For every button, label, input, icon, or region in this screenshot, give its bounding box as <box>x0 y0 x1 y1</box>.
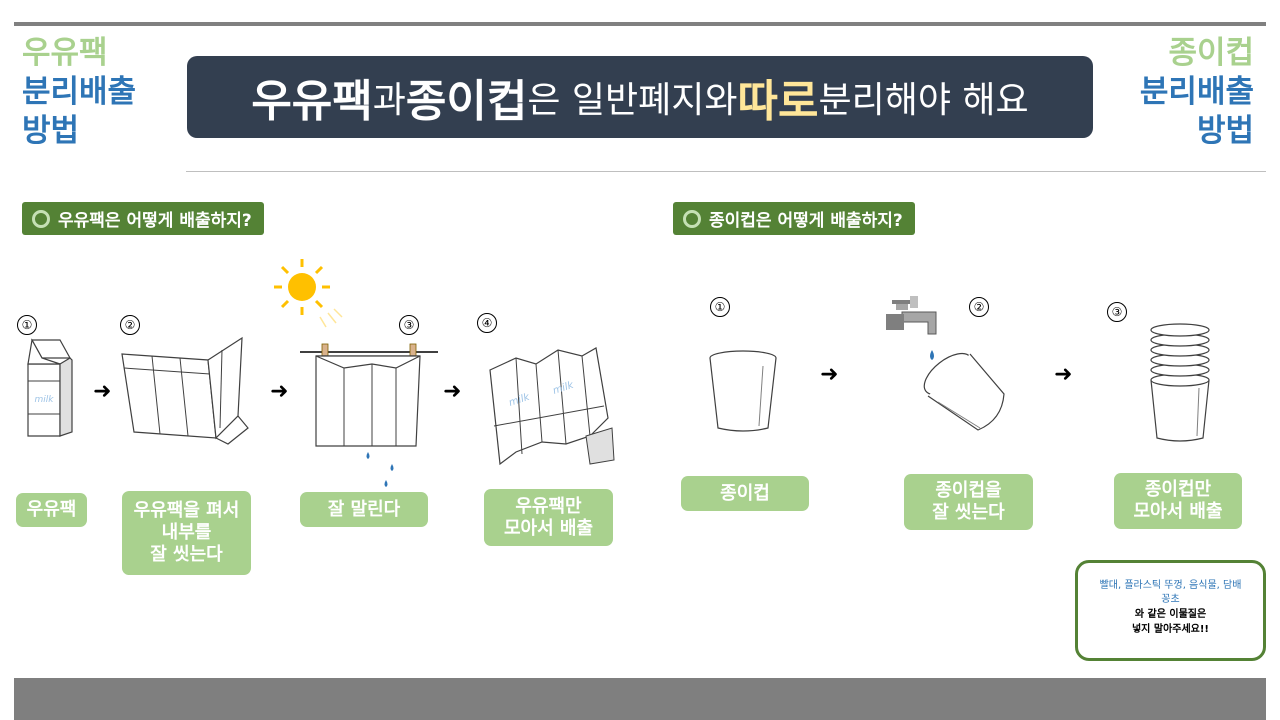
step-number: ③ <box>1107 302 1127 322</box>
cup-step-label: 종이컵만 모아서 배출 <box>1114 473 1242 529</box>
milk-step-label: 잘 말린다 <box>300 492 428 527</box>
paper-cup-icon <box>709 350 777 432</box>
water-drop-icon <box>384 480 388 487</box>
section-title: 종이컵은 어떻게 배출하지? <box>709 211 903 231</box>
cup-stack-icon <box>1150 323 1210 442</box>
milk-step-label: 우유팩 <box>16 493 87 527</box>
note-line: 꽁초 <box>1161 594 1180 605</box>
main-banner: 우유팩 과 종이컵 은 일반폐지와 따로 분리해야 해요 <box>187 56 1093 138</box>
milk-step-label: 우유팩만 모아서 배출 <box>484 489 613 546</box>
milk-section-header: 우유팩은 어떻게 배출하지? <box>22 202 264 235</box>
banner-milk: 우유팩 <box>251 76 373 127</box>
banner-text: 과 <box>372 80 406 121</box>
step-number: ② <box>120 315 140 335</box>
side-title-line: 분리배출 <box>1139 74 1254 110</box>
milk-side-title: 우유팩 분리배출 방법 <box>22 34 136 151</box>
foreign-matter-note: 빨대, 플라스틱 뚜껑, 음식물, 담배 꽁초 와 같은 이물질은 넣지 말아주… <box>1075 560 1266 661</box>
side-title-line: 방법 <box>22 113 80 149</box>
milk-step-label: 우유팩을 펴서 내부를 잘 씻는다 <box>122 491 251 575</box>
side-title-line: 우유팩 <box>22 35 108 71</box>
banner-text: 분리해야 해요 <box>818 80 1029 121</box>
step-number: ③ <box>399 315 419 335</box>
right-arrow-icon: ➜ <box>93 379 112 404</box>
note-line: 와 같은 이물질은 <box>1134 609 1207 620</box>
cup-step-label: 종이컵 <box>681 476 809 511</box>
step-number: ① <box>17 315 37 335</box>
side-title-line: 분리배출 <box>22 74 137 110</box>
step-number: ④ <box>477 313 497 333</box>
water-drop-icon <box>390 464 394 471</box>
section-title: 우유팩은 어떻게 배출하지? <box>58 211 252 231</box>
right-arrow-icon: ➜ <box>443 379 462 404</box>
side-title-line: 종이컵 <box>1168 35 1254 71</box>
cup-side-title: 종이컵 분리배출 방법 <box>1140 34 1254 151</box>
banner-text: 은 일반폐지와 <box>527 80 738 121</box>
tilted-cup-icon <box>923 352 1005 431</box>
sun-icon <box>274 259 343 328</box>
side-title-line: 방법 <box>1196 113 1254 149</box>
note-line: 넣지 말아주세요!! <box>1131 624 1209 635</box>
right-arrow-icon: ➜ <box>1054 362 1073 387</box>
divider <box>186 171 1266 172</box>
bullet-circle-icon <box>32 209 50 228</box>
milk-carton-icon: milk <box>27 338 73 437</box>
carton-text: milk <box>35 395 55 405</box>
right-arrow-icon: ➜ <box>270 379 289 404</box>
cup-step-label: 종이컵을 잘 씻는다 <box>904 474 1033 530</box>
water-drop-icon <box>366 452 370 459</box>
faucet-icon <box>886 296 937 360</box>
water-drop-icon <box>930 350 934 360</box>
banner-highlight: 따로 <box>737 76 819 127</box>
top-rule <box>14 22 1266 26</box>
unfolded-carton-icon <box>121 336 249 445</box>
step-number: ① <box>710 297 730 317</box>
footer-bar <box>14 678 1266 720</box>
right-arrow-icon: ➜ <box>820 362 839 387</box>
carton-bundle-icon: milk milk <box>489 347 615 466</box>
bullet-circle-icon <box>683 209 701 228</box>
cup-section-header: 종이컵은 어떻게 배출하지? <box>673 202 915 235</box>
step-number: ② <box>969 297 989 317</box>
drying-carton-icon <box>300 343 438 487</box>
banner-cup: 종이컵 <box>405 76 528 127</box>
note-line: 빨대, 플라스틱 뚜껑, 음식물, 담배 <box>1099 580 1242 591</box>
